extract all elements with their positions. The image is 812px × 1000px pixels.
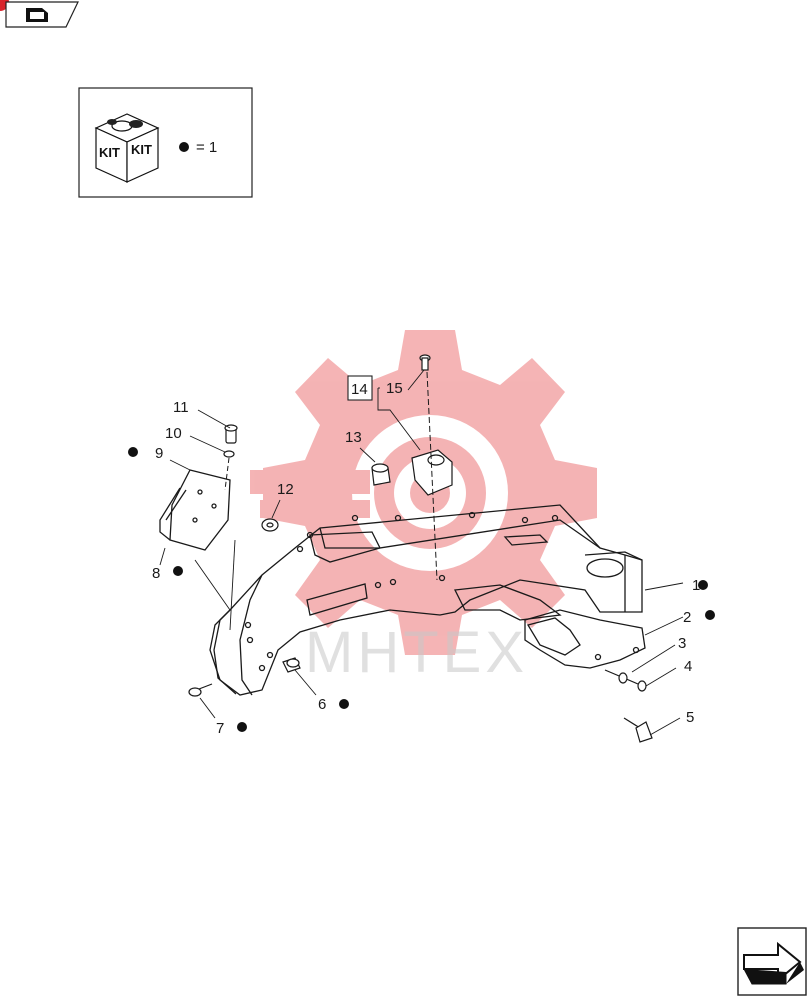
callout-6: 6 bbox=[318, 696, 326, 713]
callout-10: 10 bbox=[165, 425, 182, 442]
kit-label-left: KIT bbox=[99, 145, 120, 160]
bushing-part-12 bbox=[261, 518, 279, 532]
callout-8: 8 bbox=[152, 565, 160, 582]
callout-14: 14 bbox=[351, 381, 368, 398]
callout-3: 3 bbox=[678, 635, 686, 652]
callout-2: 2 bbox=[683, 609, 691, 626]
bolt-part-5 bbox=[623, 717, 653, 743]
callout-15: 15 bbox=[386, 380, 403, 397]
watermark-text: МНТЕХ bbox=[305, 620, 528, 685]
callout-1: 1 bbox=[692, 577, 700, 594]
leader-lines bbox=[159, 369, 684, 736]
next-page-arrow-icon[interactable] bbox=[737, 927, 807, 996]
main-frame-part bbox=[209, 504, 643, 696]
watermark-gear-icon bbox=[250, 330, 597, 655]
callout-5: 5 bbox=[686, 709, 694, 726]
kit-dot-markers bbox=[128, 447, 715, 732]
callout-12: 12 bbox=[277, 481, 294, 498]
bolt-part-11 bbox=[223, 424, 238, 458]
callout-11: 11 bbox=[173, 399, 189, 416]
callout-7: 7 bbox=[216, 720, 224, 737]
kit-legend-box: KIT KIT = 1 bbox=[78, 87, 253, 198]
callout-14-box bbox=[347, 375, 373, 401]
callout-4: 4 bbox=[684, 658, 692, 675]
kit-dot-marker bbox=[179, 142, 189, 152]
bolt-part-6 bbox=[282, 657, 301, 673]
side-bracket-part bbox=[159, 469, 231, 551]
book-icon[interactable] bbox=[0, 0, 79, 28]
bracket-plate-part bbox=[524, 609, 646, 669]
washer-part-3 bbox=[618, 672, 628, 684]
kit-equals-label: = 1 bbox=[196, 139, 217, 156]
callout-9: 9 bbox=[155, 445, 163, 462]
kit-label-right: KIT bbox=[131, 142, 152, 157]
callout-13: 13 bbox=[345, 429, 362, 446]
bushing-part-13 bbox=[371, 463, 391, 486]
bolt-part-7 bbox=[188, 683, 213, 697]
kit-box-icon: KIT KIT bbox=[94, 113, 160, 183]
